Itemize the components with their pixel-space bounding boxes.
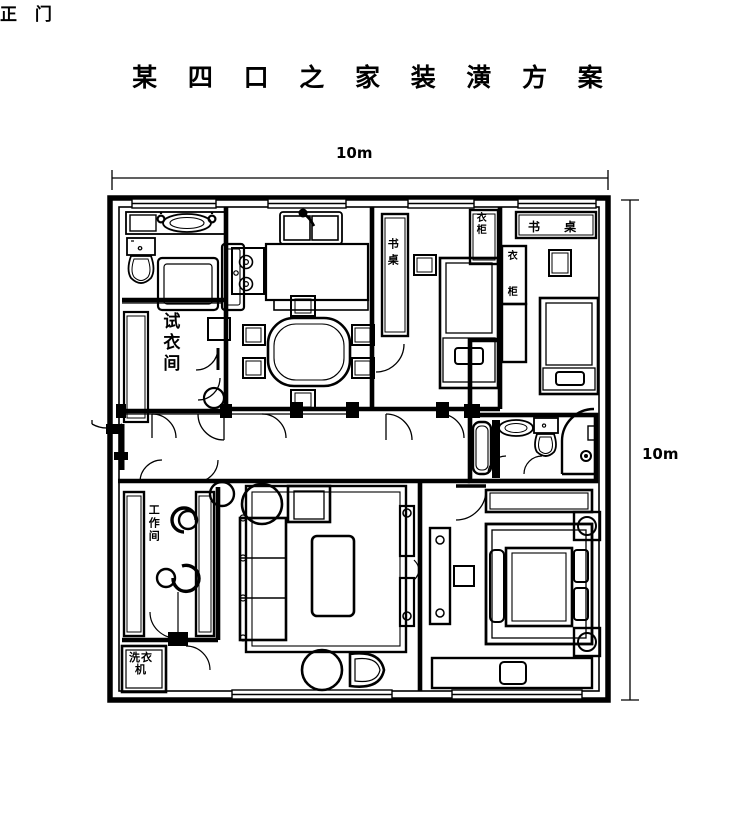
window-top-bedroom2 xyxy=(407,198,475,209)
bathroom-main-fixtures xyxy=(125,211,246,312)
window-top-bedroom3 xyxy=(517,198,597,209)
faucet-icon xyxy=(298,208,316,227)
nightstand xyxy=(572,626,602,658)
room-label-fitting-room: 试衣间 xyxy=(159,312,180,375)
window-bottom-master xyxy=(451,689,583,700)
dining-chair xyxy=(290,295,316,317)
corridor-wall-nubs xyxy=(116,402,480,418)
ensuite-bathroom xyxy=(467,407,599,484)
armchair xyxy=(286,484,332,524)
furniture-label-desk-bedroom3: 书 桌 xyxy=(528,220,587,234)
laundry-area xyxy=(120,644,168,694)
nightstand xyxy=(572,510,602,542)
entrance-label: 正 门 xyxy=(0,5,58,25)
window-top-kitchen xyxy=(267,198,347,209)
machine-icon xyxy=(170,506,199,534)
chair xyxy=(348,652,386,688)
window-bottom-living xyxy=(231,689,393,700)
room-label-work-room: 工作间 xyxy=(147,504,161,543)
furniture-label-desk-bedroom2: 书桌 xyxy=(386,238,400,270)
interior-wall-lining xyxy=(122,302,352,415)
dimension-label-height: 10m xyxy=(642,445,679,463)
appliance-label-washing-machine: 洗衣机 xyxy=(129,651,153,676)
dimension-label-width: 10m xyxy=(336,144,373,162)
sofa xyxy=(238,514,288,642)
washbasin-icon xyxy=(498,419,534,437)
toilet-icon xyxy=(533,417,559,457)
coffee-table xyxy=(310,534,356,618)
page-title: 某 四 口 之 家 装 潢 方 案 xyxy=(132,63,614,92)
bathtub-icon xyxy=(471,420,493,476)
interior-walls xyxy=(118,207,503,691)
tap-icon xyxy=(207,212,217,224)
shower-corner xyxy=(560,407,597,476)
dimension-line-right xyxy=(621,199,639,701)
kitchen-fixtures xyxy=(231,208,370,302)
dresser xyxy=(428,526,452,626)
main-entrance-door xyxy=(91,420,128,470)
furniture-label-wardrobe-bedroom2: 衣柜 xyxy=(474,212,486,236)
bathtub-icon xyxy=(156,256,220,312)
furniture-label-wardrobe-bedroom3: 衣柜 xyxy=(505,250,517,322)
master-bedroom-furniture xyxy=(428,484,602,690)
bedroom3-furniture xyxy=(467,210,600,409)
dining-set xyxy=(242,295,375,411)
living-room-furniture xyxy=(238,482,420,692)
stove-icon xyxy=(231,247,265,295)
dining-chair xyxy=(351,357,375,379)
work-room-furniture xyxy=(122,459,236,671)
fitting-room-furniture xyxy=(122,310,231,424)
dimension-line-top xyxy=(111,170,609,190)
tv-console xyxy=(398,504,420,628)
double-bed xyxy=(484,522,594,646)
dining-chair xyxy=(351,324,375,346)
machine-icon xyxy=(155,563,201,594)
dining-chair xyxy=(242,324,266,346)
tap-icon xyxy=(156,212,166,224)
dining-chair xyxy=(242,357,266,379)
window-top-bathroom xyxy=(131,198,217,209)
single-bed xyxy=(538,296,600,396)
fitting-room-doors xyxy=(151,413,225,441)
toilet-icon xyxy=(126,237,156,284)
